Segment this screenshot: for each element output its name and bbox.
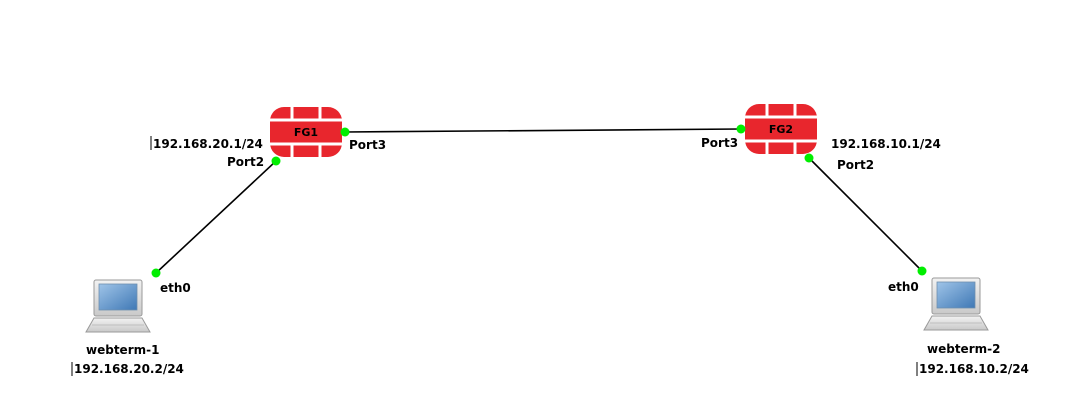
fg1-label: FG1 xyxy=(294,126,318,139)
webterm2-eth0-dot[interactable] xyxy=(917,266,927,276)
webterm1-eth0-label: eth0 xyxy=(160,281,191,295)
laptop-icon xyxy=(923,277,989,331)
fg1-ip-label: 192.168.20.1/24 xyxy=(153,137,263,151)
fg1-port3-dot[interactable] xyxy=(340,127,350,137)
webterm2-laptop[interactable] xyxy=(923,277,989,331)
fg2-label: FG2 xyxy=(769,123,793,136)
fg1-port2-dot[interactable] xyxy=(271,156,281,166)
fg2-port2-dot[interactable] xyxy=(804,153,814,163)
webterm1-laptop[interactable] xyxy=(85,279,151,333)
webterm1-name-label: webterm-1 xyxy=(86,343,159,357)
fg2-ip-label: 192.168.10.1/24 xyxy=(831,137,941,151)
fg2-port3-label: Port3 xyxy=(701,136,738,150)
webterm2-name-label: webterm-2 xyxy=(927,342,1000,356)
link-fg1-fg2[interactable] xyxy=(344,128,742,133)
link-fg1-webterm1[interactable] xyxy=(155,160,277,274)
fg2-port2-label: Port2 xyxy=(837,158,874,172)
fg1-port3-label: Port3 xyxy=(349,138,386,152)
fg1-firewall[interactable]: FG1 xyxy=(270,107,342,157)
webterm2-ip-label: 192.168.10.2/24 xyxy=(919,362,1029,376)
webterm1-eth0-dot[interactable] xyxy=(151,268,161,278)
webterm2-eth0-label: eth0 xyxy=(888,280,919,294)
laptop-icon xyxy=(85,279,151,333)
webterm1-ip-label: 192.168.20.2/24 xyxy=(74,362,184,376)
fg1-port2-label: Port2 xyxy=(227,155,264,169)
fg2-firewall[interactable]: FG2 xyxy=(745,104,817,154)
link-fg2-webterm2[interactable] xyxy=(808,157,923,272)
fg2-port3-dot[interactable] xyxy=(736,124,746,134)
